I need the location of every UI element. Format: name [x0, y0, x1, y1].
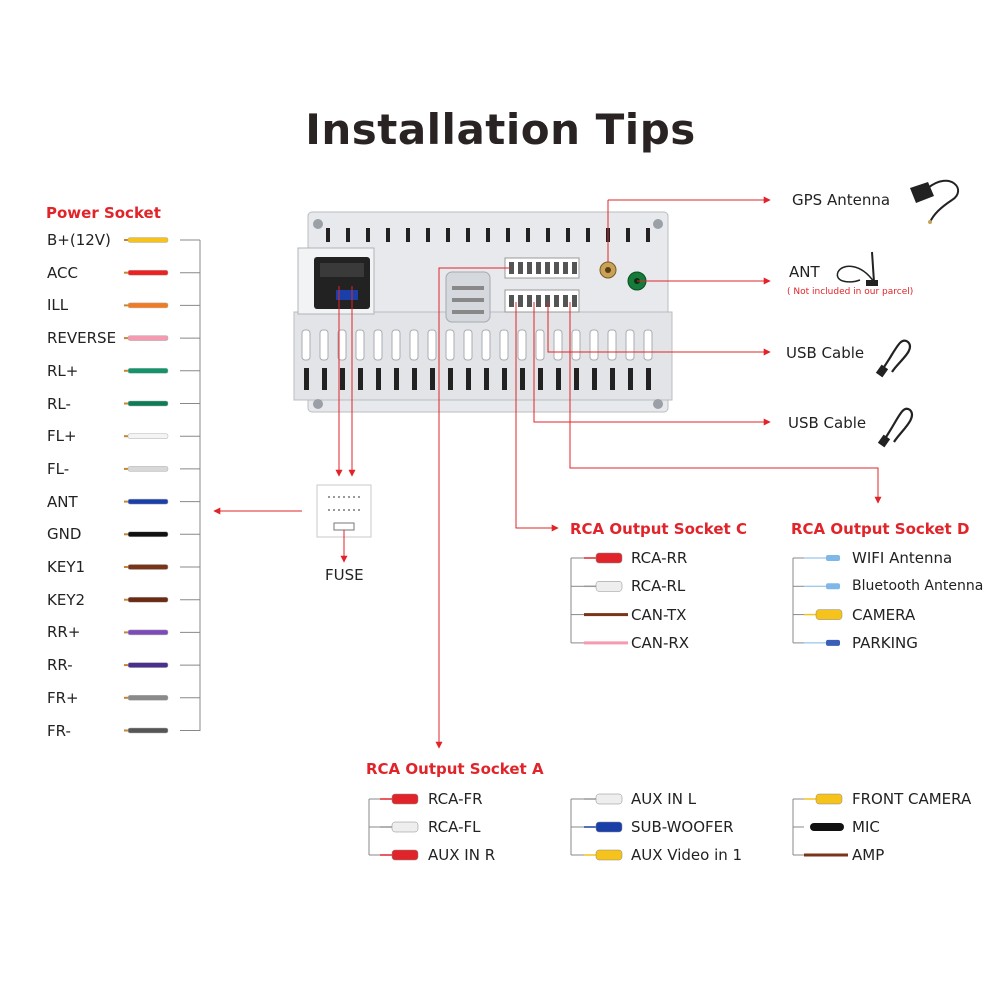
power-wire [127, 237, 169, 243]
connection-arrows [213, 196, 882, 749]
power-wire [127, 629, 169, 636]
power-wire [127, 368, 169, 374]
power-wire-label: B+(12V) [47, 231, 111, 249]
rca-connector-icon [584, 793, 623, 805]
power-wire [127, 400, 169, 407]
power-wire-label: RL- [47, 394, 71, 413]
ant-label: ANT [789, 263, 820, 281]
socket-item-label: CAN-RX [631, 633, 690, 652]
rca-connector-icon [584, 581, 623, 592]
rca-connector-icon [584, 849, 623, 861]
socket-d-header: RCA Output Socket D [791, 520, 970, 538]
power-wire-label: FR- [47, 721, 71, 740]
socket-item-label: WIFI Antenna [852, 549, 953, 567]
usb-cable-icon [875, 339, 911, 378]
power-wire [127, 564, 169, 570]
power-wire-label: ANT [47, 492, 78, 511]
rca-connector-icon [380, 793, 419, 805]
power-wire [127, 433, 169, 439]
usb-cable-label-2: USB Cable [788, 414, 867, 432]
power-wire-label: RL+ [47, 361, 79, 380]
power-wire-label: KEY1 [47, 558, 86, 576]
socket-item-label: RCA-RR [631, 549, 688, 567]
power-wire [127, 695, 169, 701]
socket-item-label: AUX Video in 1 [631, 846, 743, 864]
socket-item-label: FRONT CAMERA [852, 790, 972, 808]
power-wire [127, 466, 169, 472]
power-wire-label: RR+ [47, 623, 81, 642]
power-wire [127, 335, 169, 341]
socket-item-label: RCA-RL [631, 577, 686, 596]
gps-antenna-icon [910, 179, 959, 224]
socket-item-label: RCA-FL [428, 818, 481, 836]
socket-item-label: Bluetooth Antenna [852, 578, 984, 595]
power-wire [127, 302, 169, 309]
rca-connector-icon [804, 609, 843, 620]
power-wire-label: GND [47, 525, 82, 544]
power-wire-label: KEY2 [47, 590, 86, 609]
power-socket-header: Power Socket [46, 204, 161, 222]
power-wire [127, 596, 169, 603]
socket-item-label: CAN-TX [631, 605, 687, 624]
ant-antenna-icon [836, 251, 878, 286]
power-wire-label: ILL [47, 296, 69, 315]
ant-connector-icon [804, 639, 840, 646]
usb-cable-icon-2 [877, 407, 913, 448]
power-wire-label: ACC [47, 263, 78, 282]
socket-item-label: CAMERA [852, 605, 916, 624]
socket-item-label: SUB-WOOFER [631, 818, 734, 836]
power-wire-label: RR- [47, 656, 73, 675]
ant-connector-icon [804, 583, 840, 590]
wire-connector-icon [584, 641, 628, 645]
socket-c-header: RCA Output Socket C [570, 520, 747, 538]
ant-note: ( Not included in our parcel) [787, 287, 914, 297]
page-title: Installation Tips [305, 105, 696, 154]
socket-item-label: AUX IN L [631, 790, 697, 808]
socket-item-label: MIC [852, 818, 880, 836]
wire-connector-icon [804, 853, 848, 857]
rca-connector-icon [804, 793, 843, 805]
socket-item-label: AUX IN R [428, 846, 496, 864]
jack-connector-icon [810, 823, 844, 831]
power-wire-bundle [124, 237, 201, 734]
power-wire [127, 531, 169, 538]
power-wire-label: FL+ [47, 427, 77, 446]
socket-a-header: RCA Output Socket A [366, 760, 544, 778]
gps-antenna-label: GPS Antenna [792, 191, 891, 209]
fuse-label: FUSE [325, 566, 364, 584]
ant-connector-icon [804, 555, 840, 561]
head-unit-rear-panel [293, 211, 673, 413]
usb-cable-label-1: USB Cable [786, 344, 865, 362]
power-wire [127, 727, 169, 734]
fuse-box [316, 484, 372, 538]
wire-connector-icon [584, 613, 628, 617]
socket-item-label: RCA-FR [428, 790, 483, 808]
rca-connector-icon [380, 821, 419, 833]
power-wire-label: FR+ [47, 688, 79, 707]
rca-connector-icon [584, 821, 623, 833]
power-wire-label: REVERSE [47, 329, 117, 348]
power-wire [127, 498, 169, 505]
socket-item-label: PARKING [852, 633, 918, 652]
power-wire [127, 269, 169, 276]
rca-connector-icon [380, 849, 419, 861]
socket-item-label: AMP [852, 846, 885, 864]
power-wire [127, 662, 169, 668]
rca-connector-icon [584, 552, 623, 564]
power-wire-label: FL- [47, 459, 70, 478]
